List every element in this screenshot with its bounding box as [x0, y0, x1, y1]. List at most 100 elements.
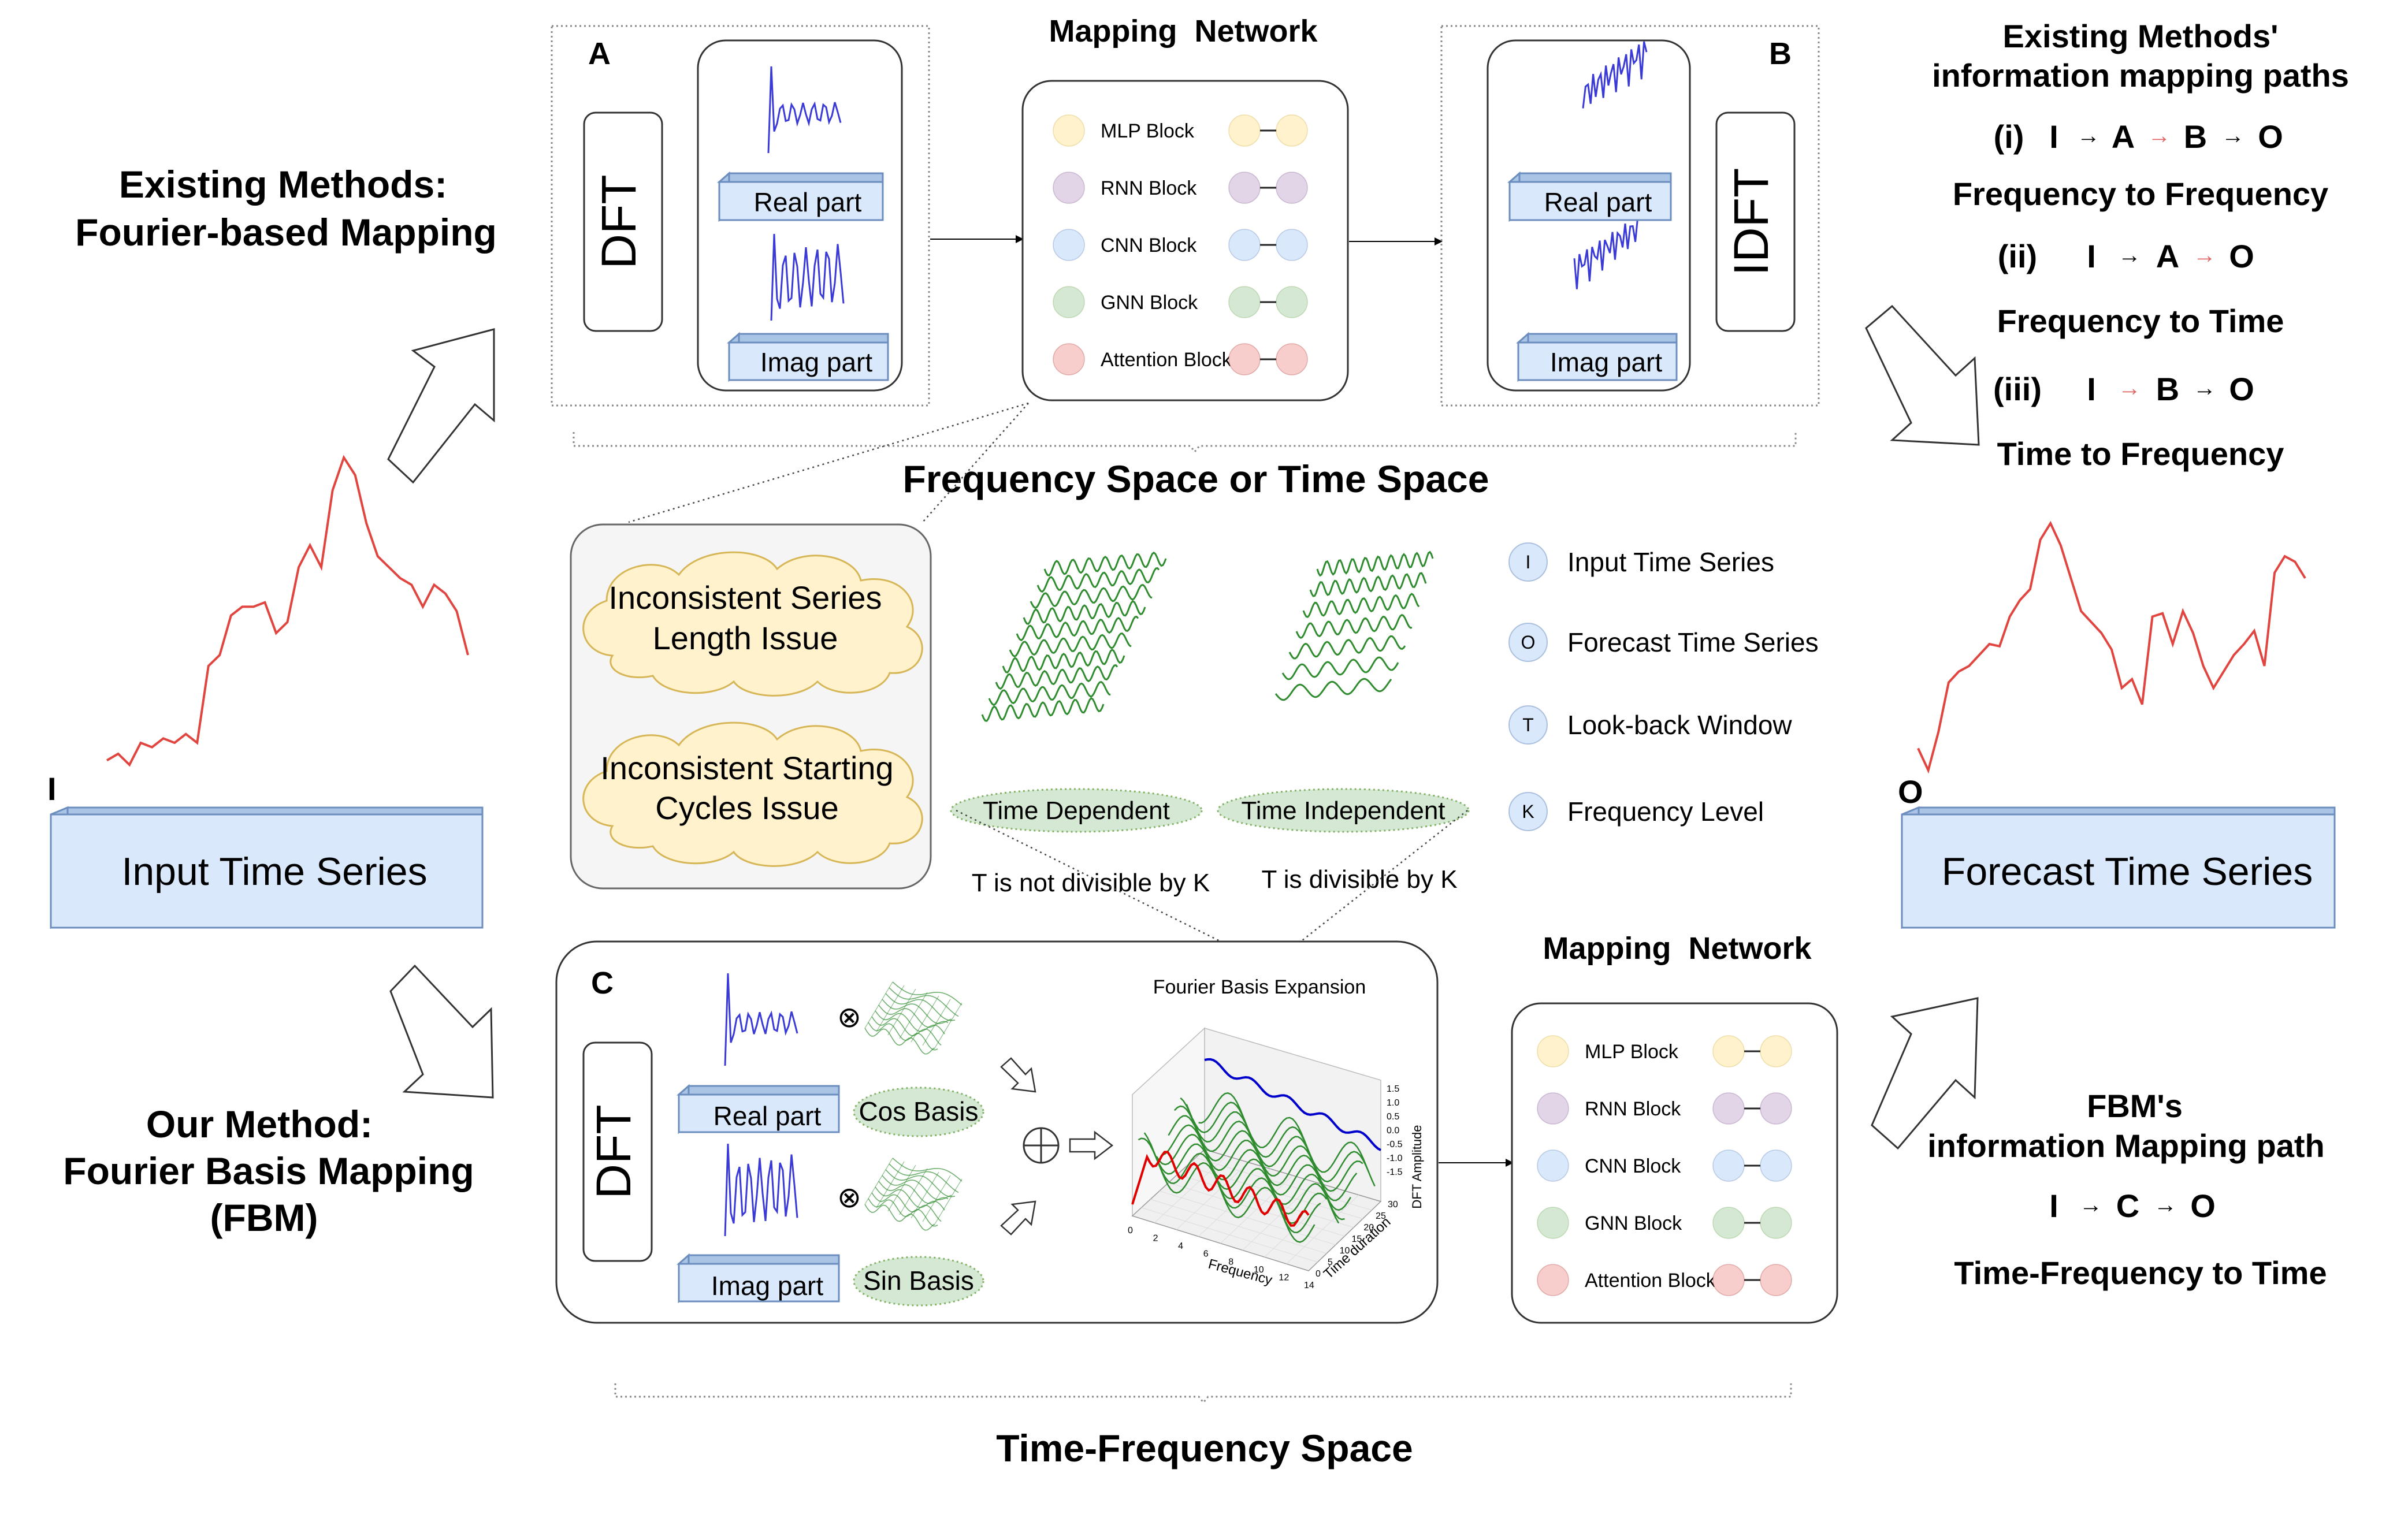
mapping-network-card-top: [1021, 80, 1349, 401]
path-i-desc: Frequency to Frequency: [1953, 176, 2328, 212]
path-number: (i): [1994, 118, 2024, 155]
legend-label: Frequency Level: [1567, 797, 1764, 827]
basis-mesh-line: [878, 1004, 949, 1028]
basis-wave: [1316, 550, 1434, 577]
basis-mesh-line: [892, 981, 963, 1006]
basis-mesh-line: [887, 988, 916, 1036]
block-node-right: [1760, 1035, 1792, 1067]
expansion-curve: [1155, 1133, 1333, 1215]
legend-symbol-circle: [1508, 705, 1548, 745]
path-arrow: →: [2118, 375, 2141, 401]
expansion-curve: [1131, 1151, 1310, 1227]
dft-box-bottom: [582, 1041, 653, 1262]
small-arrow-to-expansion: [1069, 1130, 1114, 1160]
path-node: I: [2049, 1188, 2058, 1224]
dft-label-bottom: DFT: [586, 1104, 641, 1199]
basis-mesh-line: [864, 1158, 893, 1205]
divisible-label: T is divisible by K: [1261, 865, 1457, 894]
path-node: O: [2258, 118, 2283, 155]
basis-mesh-line: [864, 1204, 935, 1231]
dotted-link-independent: [1269, 810, 1468, 966]
input-tag: I: [47, 771, 57, 807]
block-node-right: [1276, 343, 1308, 375]
paths-title-line1: Existing Methods': [2003, 18, 2279, 54]
y-tick-label: 15: [1352, 1234, 1362, 1244]
plot-grid-line: [1168, 1182, 1345, 1237]
y-tick-label: 30: [1388, 1200, 1398, 1210]
panel-b-label: B: [1769, 36, 1792, 71]
expansion-curve: [1180, 1097, 1358, 1201]
issue-cloud-length: [582, 551, 923, 697]
x-tick-label: 6: [1203, 1249, 1209, 1259]
block-label: MLP Block: [1585, 1041, 1679, 1063]
cos-basis-ellipse: [853, 1087, 984, 1137]
time-dependent-ellipse: [950, 788, 1203, 833]
block-label: GNN Block: [1585, 1212, 1682, 1234]
basis-mesh-line: [875, 1186, 945, 1211]
ours-title-line3: (FBM): [210, 1196, 318, 1239]
issue-cloud-cycles: [582, 721, 923, 867]
z-tick-label: -1.0: [1387, 1154, 1403, 1163]
paths-title-line2: information mapping paths: [1932, 57, 2349, 94]
block-node-right: [1760, 1207, 1792, 1239]
up-right-arrow-left: [387, 328, 495, 484]
basis-wave: [995, 664, 1118, 690]
block-node-left: [1712, 1149, 1745, 1182]
block-circle: [1053, 229, 1085, 261]
time-independent-ellipse: [1217, 788, 1470, 833]
basis-mesh-line: [871, 1016, 942, 1046]
real-spectrum-a: [767, 66, 842, 154]
path-node: I: [2049, 118, 2058, 155]
basis-mesh-line: [911, 1171, 939, 1219]
basis-mesh-line: [882, 1175, 952, 1200]
plot-grid-line: [1264, 1188, 1337, 1257]
small-arrow-to-sum-top: [1000, 1057, 1036, 1093]
ours-title-line1: Our Method:: [146, 1103, 373, 1145]
basis-wave: [1309, 572, 1427, 597]
expansion-curve: [1204, 1058, 1381, 1151]
path-arrow: →: [2221, 123, 2245, 148]
block-label: CNN Block: [1101, 235, 1197, 256]
expansion-curve: [1186, 1104, 1363, 1192]
cos-basis-label: Cos Basis: [859, 1096, 978, 1126]
real-part-label-a: Real part: [754, 187, 862, 217]
idft-label: IDFT: [1724, 168, 1778, 276]
block-node-right: [1276, 286, 1308, 318]
existing-title-line1: Existing Methods:: [119, 163, 447, 206]
basis-mesh-line: [868, 1022, 938, 1051]
otimes-imag: ⊗: [837, 1181, 861, 1214]
block-node-left: [1228, 343, 1261, 375]
plot-z-axis-label: DFT Amplitude: [1410, 1125, 1424, 1208]
issue2-line2: Cycles Issue: [655, 790, 838, 826]
sin-basis-label: Sin Basis: [863, 1266, 974, 1296]
y-tick-label: 0: [1316, 1269, 1321, 1279]
block-node-left: [1228, 172, 1261, 204]
legend-symbol-circle: [1508, 792, 1548, 831]
basis-mesh-line: [885, 1169, 956, 1197]
output-tag: O: [1898, 773, 1923, 810]
panel-a-label: A: [588, 36, 611, 71]
block-label: RNN Block: [1585, 1098, 1681, 1120]
issue1-line1: Inconsistent Series: [608, 579, 882, 616]
block-label: CNN Block: [1585, 1155, 1681, 1177]
mapping-network-title-bottom: Mapping Network: [1543, 931, 1812, 966]
fourier-basis-expansion-plot: 024681012140510152025301.51.00.50.0-0.5-…: [1128, 1027, 1424, 1290]
x-tick-label: 2: [1153, 1234, 1158, 1244]
legend-symbol-circle: [1508, 542, 1548, 582]
basis-wave: [1002, 648, 1125, 674]
block-label: Attention Block: [1101, 349, 1232, 371]
path-node: C: [2116, 1188, 2139, 1224]
y-tick-label: 10: [1340, 1246, 1350, 1256]
block-label: MLP Block: [1101, 120, 1195, 142]
block-node-left: [1228, 229, 1261, 261]
fbm-path-desc: Time-Frequency to Time: [1954, 1255, 2327, 1291]
path-node: B: [2184, 118, 2207, 155]
block-circle: [1053, 172, 1085, 204]
dft-label-top: DFT: [592, 174, 646, 269]
expansion-curve: [1143, 1132, 1321, 1233]
block-node-left: [1712, 1092, 1745, 1125]
mapping-network-card-bottom: [1511, 1002, 1838, 1324]
legend-label: Input Time Series: [1567, 547, 1774, 577]
